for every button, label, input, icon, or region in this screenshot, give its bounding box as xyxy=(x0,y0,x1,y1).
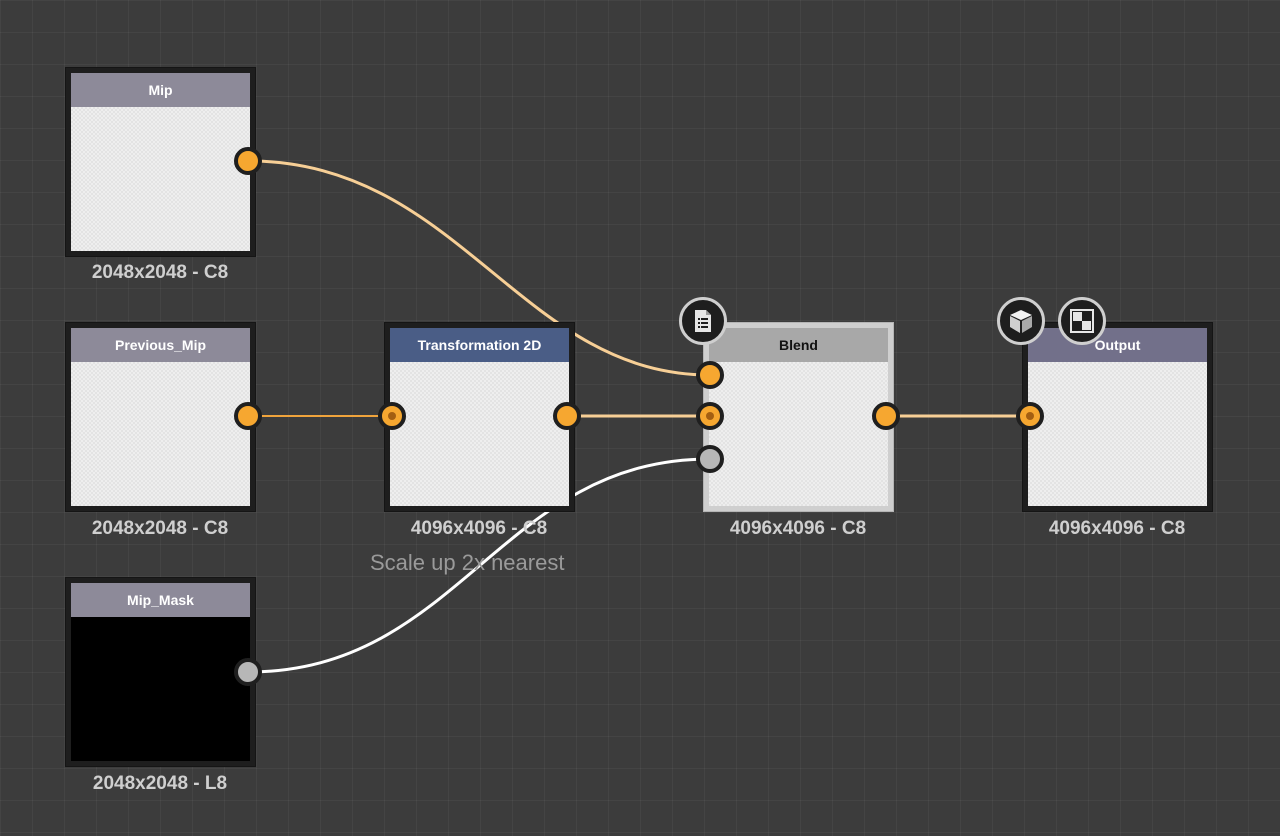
node-thumbnail xyxy=(709,362,888,506)
node-title: Output xyxy=(1028,328,1207,362)
blend-output-port[interactable] xyxy=(872,402,900,430)
node-resolution: 4096x4096 - C8 xyxy=(729,518,867,539)
cube-icon[interactable] xyxy=(997,297,1045,345)
node-previous-mip[interactable]: Previous_Mip xyxy=(65,322,256,512)
node-title: Previous_Mip xyxy=(71,328,250,362)
node-comment: Scale up 2x nearest xyxy=(370,550,565,575)
transformation-input-port[interactable] xyxy=(378,402,406,430)
node-output[interactable]: Output xyxy=(1022,322,1213,512)
node-thumbnail xyxy=(71,107,250,251)
node-thumbnail xyxy=(71,362,250,506)
node-resolution: 2048x2048 - C8 xyxy=(91,262,229,283)
node-thumbnail xyxy=(1028,362,1207,506)
node-transformation-2d[interactable]: Transformation 2D xyxy=(384,322,575,512)
node-title: Transformation 2D xyxy=(390,328,569,362)
previous-mip-output-port[interactable] xyxy=(234,402,262,430)
node-resolution: 4096x4096 - C8 xyxy=(1048,518,1186,539)
node-title: Blend xyxy=(709,328,888,362)
node-resolution: 4096x4096 - C8 xyxy=(410,518,548,539)
node-title: Mip xyxy=(71,73,250,107)
node-mip[interactable]: Mip xyxy=(65,67,256,257)
mip-output-port[interactable] xyxy=(234,147,262,175)
output-input-port[interactable] xyxy=(1016,402,1044,430)
mip-mask-output-port[interactable] xyxy=(234,658,262,686)
checker-icon[interactable] xyxy=(1058,297,1106,345)
node-blend[interactable]: Blend xyxy=(703,322,894,512)
node-resolution: 2048x2048 - C8 xyxy=(91,518,229,539)
node-resolution: 2048x2048 - L8 xyxy=(92,773,228,794)
blend-mask-input-port[interactable] xyxy=(696,445,724,473)
node-thumbnail xyxy=(390,362,569,506)
node-title: Mip_Mask xyxy=(71,583,250,617)
blend-background-input-port[interactable] xyxy=(696,402,724,430)
node-mip-mask[interactable]: Mip_Mask xyxy=(65,577,256,767)
blend-foreground-input-port[interactable] xyxy=(696,361,724,389)
transformation-output-port[interactable] xyxy=(553,402,581,430)
document-list-icon[interactable] xyxy=(679,297,727,345)
node-thumbnail xyxy=(71,617,250,761)
